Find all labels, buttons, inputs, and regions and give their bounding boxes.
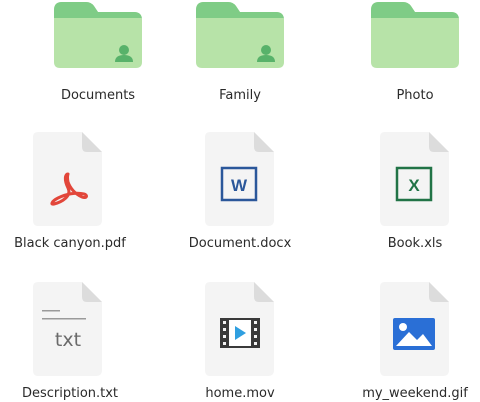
file-name: home.mov — [205, 386, 275, 401]
txt-glyph: txt — [55, 329, 81, 351]
text-file-icon: txt — [32, 280, 104, 378]
excel-file-icon: X — [379, 130, 451, 228]
pdf-file-icon — [32, 130, 104, 228]
image-file-icon — [379, 280, 451, 378]
file-name: Black canyon.pdf — [14, 236, 126, 251]
file-name: my_weekend.gif — [362, 386, 468, 401]
file-name: Description.txt — [21, 386, 119, 401]
folder-shared-icon — [52, 0, 144, 70]
word-glyph: W — [231, 176, 248, 195]
file-name: Book.xls — [387, 236, 443, 251]
excel-glyph: X — [408, 176, 420, 195]
folder-shared-icon — [194, 0, 286, 70]
file-name: Document.docx — [188, 236, 292, 251]
file-name: Photo — [396, 88, 434, 103]
folder-icon — [369, 0, 461, 70]
word-file-icon: W — [204, 130, 276, 228]
file-name: Family — [219, 88, 261, 103]
video-file-icon — [204, 280, 276, 378]
file-name: Documents — [60, 88, 136, 103]
